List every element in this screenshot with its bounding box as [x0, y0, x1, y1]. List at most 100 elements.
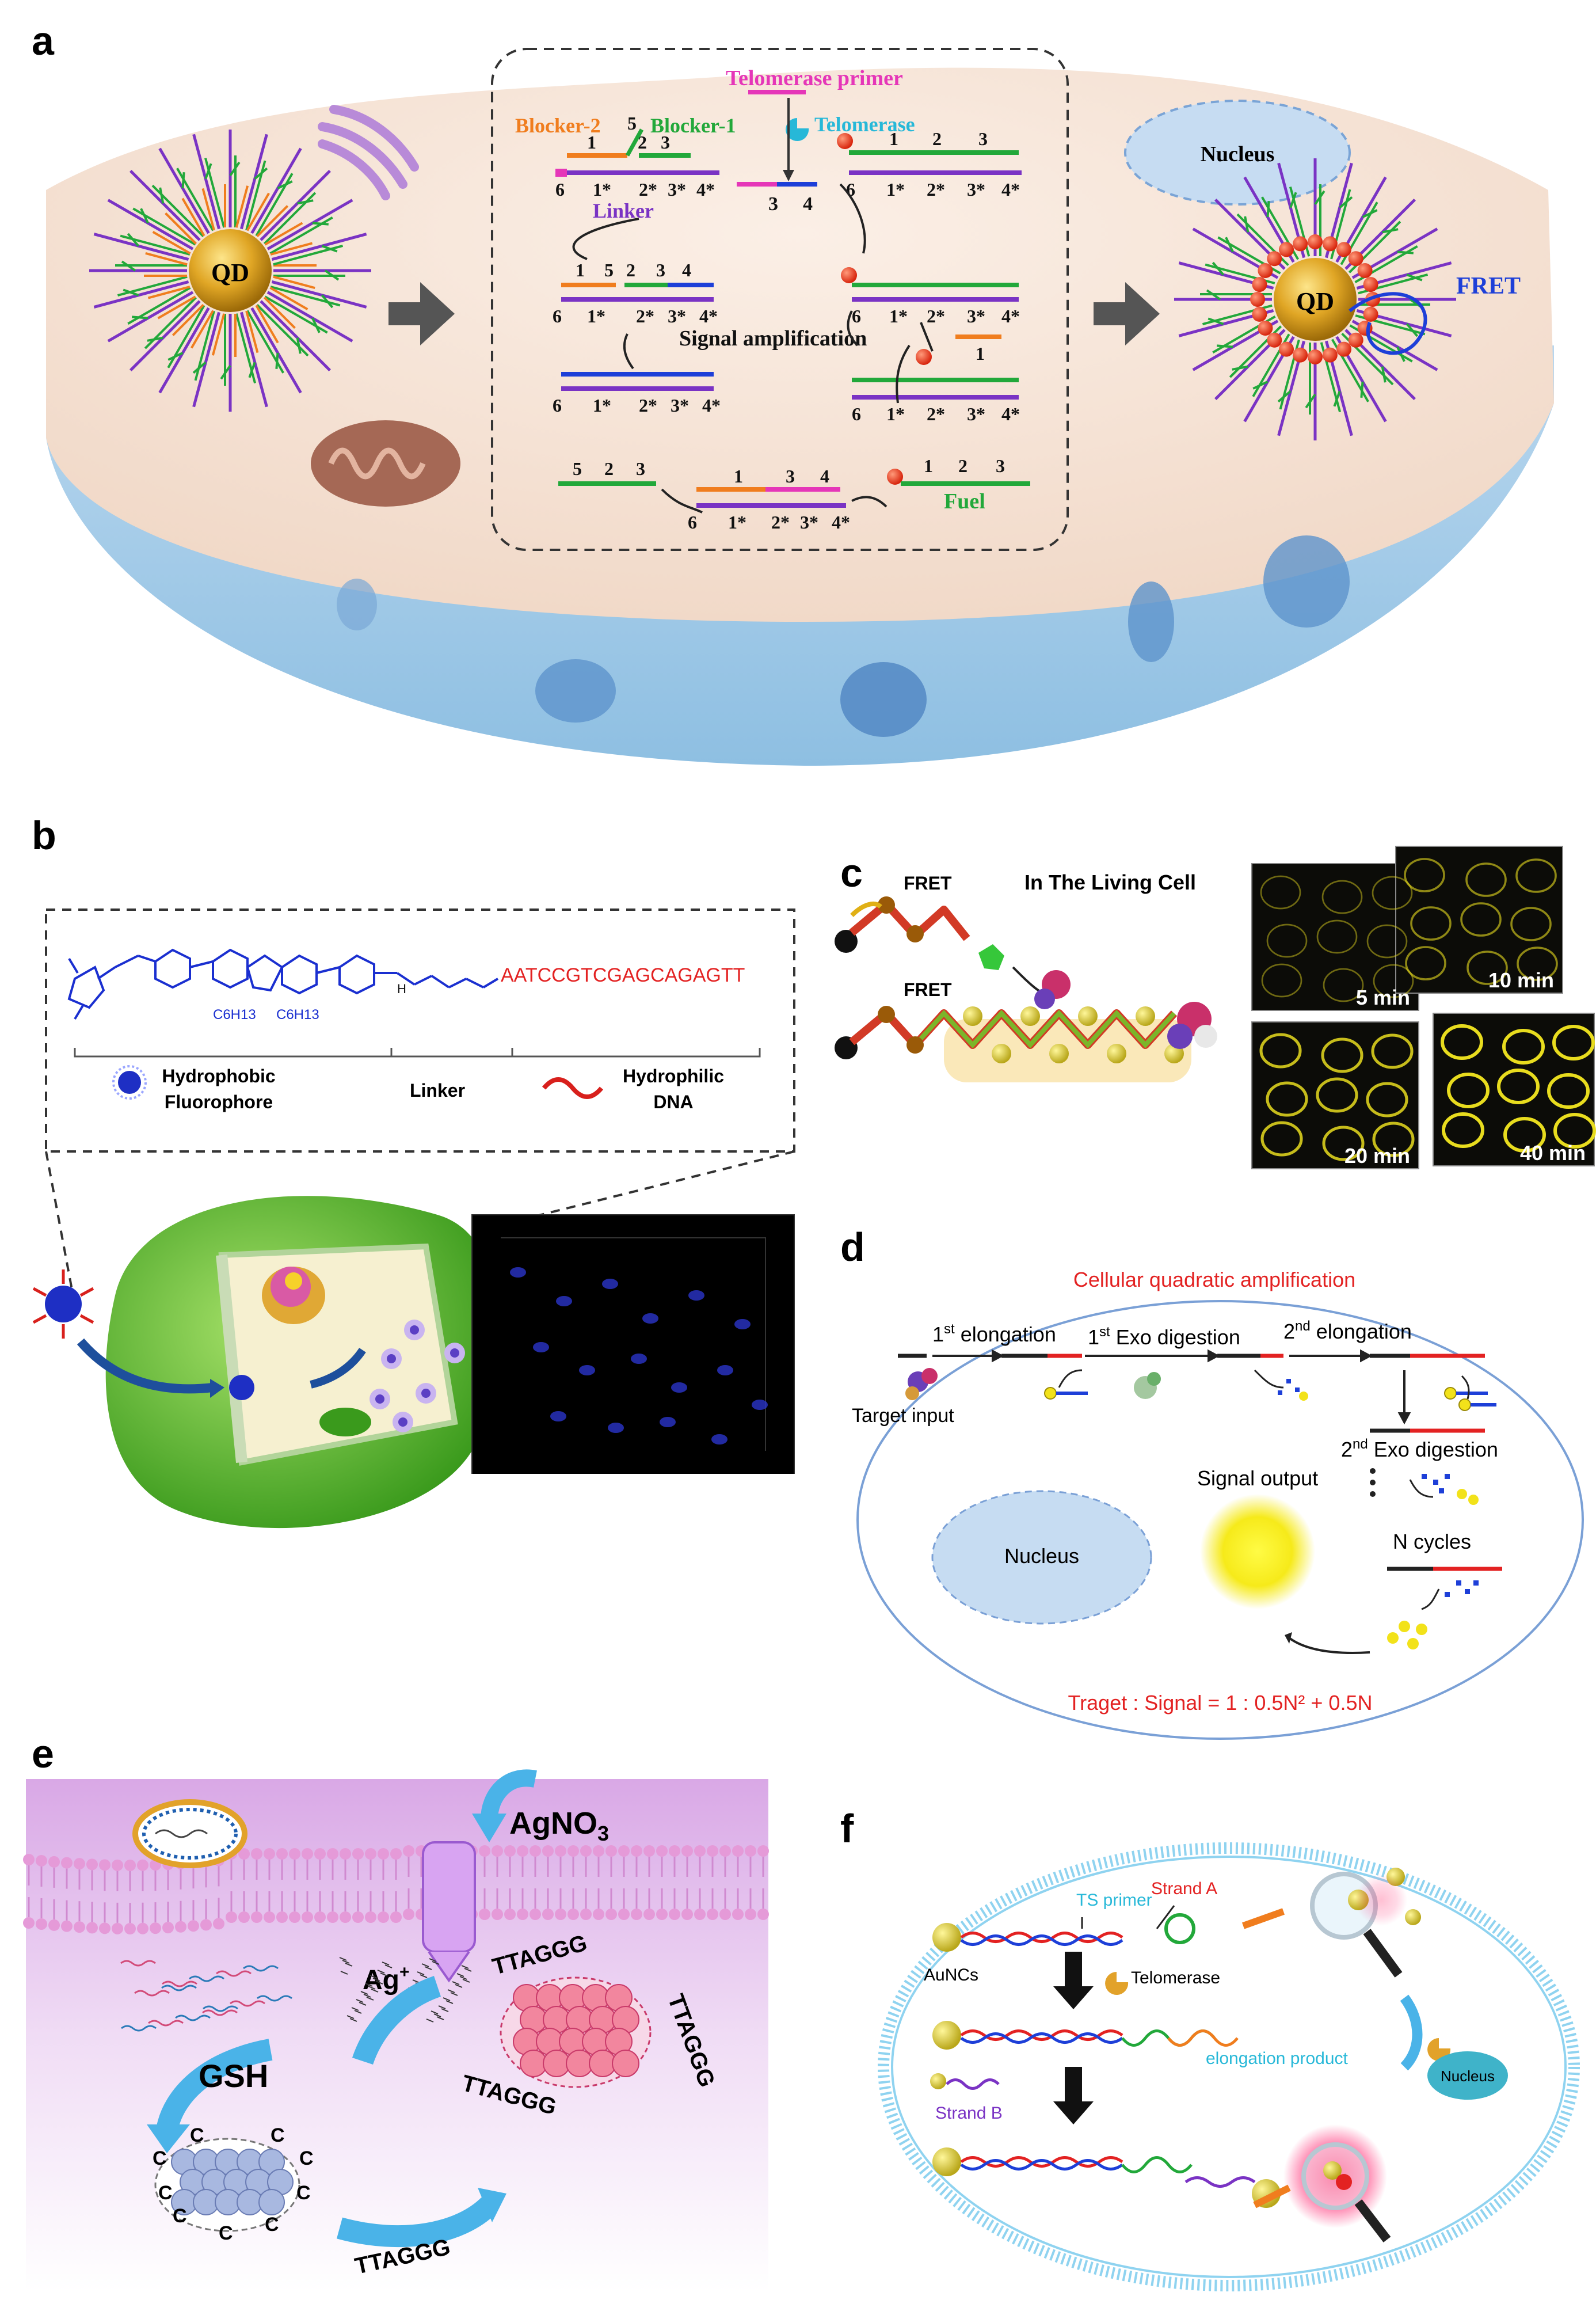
seg-label: 4 — [820, 466, 829, 486]
panel-c: c FRET In The Living Cell FRET — [835, 846, 1596, 1169]
panel-f: f TS primer Strand A AuNCs Telomerase el… — [840, 1806, 1580, 2291]
seg-label: 4* — [832, 512, 850, 533]
image-20min — [1251, 1021, 1419, 1169]
seg-label: 2 — [604, 458, 614, 479]
quantum-dot-probe — [89, 130, 371, 412]
c-base: C — [299, 2147, 314, 2169]
seg-label: 2* — [771, 512, 790, 533]
seg-label: 2* — [636, 306, 654, 326]
magnifier-top — [1310, 1868, 1421, 1978]
first-exo-digestion: 1st Exo digestion — [1088, 1324, 1240, 1349]
probe-before — [835, 896, 1071, 1009]
seg-label: 6 — [852, 306, 861, 326]
strand-a-label: Strand A — [1151, 1879, 1217, 1898]
release-arrow — [310, 1348, 366, 1389]
signal-output-label: Signal output — [1197, 1466, 1318, 1490]
organelle — [262, 1267, 325, 1324]
panel-letter-d: d — [840, 1225, 865, 1269]
seg-label: 1 — [889, 128, 898, 149]
telomerase-icon-f2 — [1427, 2038, 1451, 2061]
green-cell — [105, 1196, 498, 1529]
ts-primer-label: TS primer — [1076, 1891, 1152, 1910]
alkyl-label: C6H13 — [213, 1007, 256, 1022]
vacuole — [337, 579, 377, 630]
time-20min: 20 min — [1344, 1144, 1410, 1168]
seg-label: 2* — [639, 395, 657, 416]
arrow-orange — [1241, 1908, 1285, 1929]
seg-label: 3 — [996, 455, 1005, 476]
first-elongation: 1st elongation — [932, 1321, 1056, 1346]
magnifier-bottom — [1283, 2124, 1391, 2242]
qd-label-right: QD — [1296, 287, 1334, 315]
aunc-probe-mid — [932, 2021, 1239, 2050]
telomerase-icon — [786, 118, 809, 141]
panel-letter-e: e — [32, 1731, 54, 1776]
seg-label: 2 — [958, 455, 967, 476]
nucleus-label: Nucleus — [1201, 142, 1275, 166]
c-base: C — [265, 2214, 279, 2236]
nucleus — [1124, 100, 1351, 206]
hydrophilic-label: Hydrophilic — [623, 1066, 724, 1086]
group-brackets — [74, 1048, 761, 1058]
elongation-product-label: elongation product — [1206, 2049, 1349, 2068]
linker-label: Linker — [593, 199, 654, 222]
nucleus-f-label: Nucleus — [1441, 2067, 1495, 2085]
c-base: C — [158, 2182, 173, 2204]
c-base: C — [296, 2182, 311, 2204]
image-5min — [1251, 863, 1419, 1011]
vacuole — [1128, 581, 1174, 662]
panel-d: d Cellular quadratic amplification 1st e… — [840, 1225, 1584, 1740]
panel-letter-a: a — [32, 18, 55, 63]
seg-label: 1 — [734, 466, 743, 486]
seg-label: 2* — [927, 179, 945, 200]
quantum-dot-fret — [1174, 158, 1456, 440]
image-40min — [1433, 1013, 1595, 1166]
seg-label: 4* — [696, 179, 715, 200]
image-10min — [1395, 846, 1563, 994]
gsh-arrow — [156, 2039, 273, 2132]
seg-label: 1* — [728, 512, 746, 533]
seg-label: 3 — [768, 193, 778, 215]
seg-label: 5 — [627, 113, 637, 134]
panel-letter-b: b — [32, 813, 56, 858]
living-cell-title: In The Living Cell — [1024, 870, 1196, 894]
time-10min: 10 min — [1488, 968, 1554, 992]
mechanism-box — [491, 48, 1069, 551]
vacuole — [535, 659, 616, 723]
digestion-products — [1409, 1474, 1479, 1505]
dna-strands — [120, 1960, 292, 2032]
seg-label: 1* — [889, 306, 908, 326]
seg-label: 2 — [932, 128, 942, 149]
d-title: Cellular quadratic amplification — [1073, 1268, 1355, 1291]
agno3-label: AgNO3 — [509, 1806, 609, 1845]
strand-b-label: Strand B — [935, 2104, 1003, 2123]
seg-label: 3* — [668, 306, 686, 326]
fret-label-c1: FRET — [904, 873, 952, 894]
second-elongation: 2nd elongation — [1283, 1318, 1412, 1343]
aunc-label: AuNCs — [924, 1966, 978, 1985]
vacuole — [1263, 535, 1350, 628]
seg-label: 1* — [593, 395, 611, 416]
down-arrow — [1053, 1952, 1094, 2009]
blocker2-label: Blocker-2 — [515, 114, 601, 137]
seg-label: 2* — [639, 179, 657, 200]
microscopy-panels: 5 min 10 min 20 min 40 min — [1251, 846, 1596, 1169]
linker-label-b: Linker — [410, 1080, 465, 1101]
seg-label: 1 — [976, 343, 985, 364]
seg-label: 6 — [553, 395, 562, 416]
nucleus-d-label: Nucleus — [1004, 1544, 1079, 1568]
seg-label: 6 — [852, 404, 861, 424]
nucleus-f — [1427, 2051, 1508, 2100]
c-base: C — [173, 2205, 187, 2227]
strand-b — [930, 2073, 1000, 2090]
structure-box — [45, 908, 795, 1153]
seg-label: 4* — [1001, 306, 1020, 326]
cell-membrane — [23, 1845, 769, 1934]
seg-label: 6 — [553, 306, 562, 326]
hydrophobic-label: Hydrophobic — [162, 1066, 275, 1086]
signal-amplification-label: Signal amplification — [679, 326, 867, 351]
seg-label: 5 — [573, 458, 582, 479]
seg-label: 3* — [967, 404, 985, 424]
seg-label: 1 — [576, 260, 585, 280]
agno3-arrow — [481, 1769, 537, 1820]
